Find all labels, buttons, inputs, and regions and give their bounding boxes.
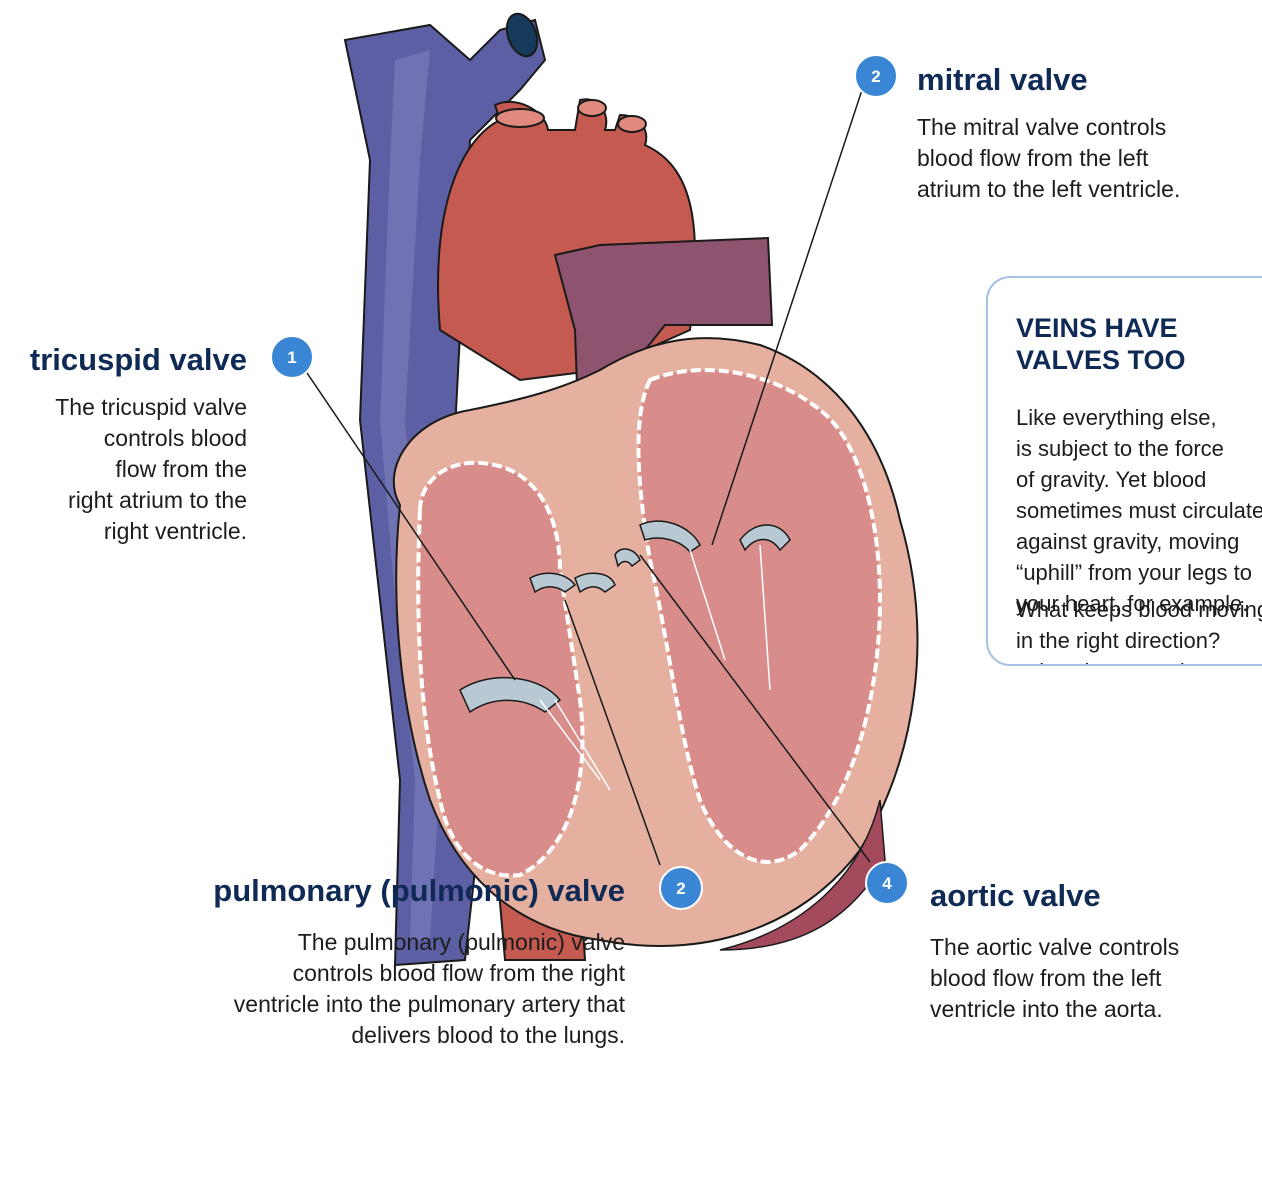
tricuspid-label: tricuspid valve The tricuspid valve cont…: [0, 342, 247, 547]
callout-paragraph-2: What keeps blood moving in the right dir…: [1016, 594, 1262, 666]
svg-text:2: 2: [676, 879, 685, 898]
aortic-label: aortic valve The aortic valve controls b…: [930, 878, 1260, 1025]
badge-tricuspid: 1: [271, 336, 313, 378]
svg-text:2: 2: [871, 67, 880, 86]
mitral-description: The mitral valve controls blood flow fro…: [917, 112, 1262, 205]
veins-callout-box: VEINS HAVE VALVES TOO Like everything el…: [986, 276, 1262, 666]
callout-title: VEINS HAVE VALVES TOO: [1016, 312, 1262, 376]
aortic-description: The aortic valve controls blood flow fro…: [930, 932, 1260, 1025]
mitral-title: mitral valve: [917, 62, 1262, 98]
mitral-label: mitral valve The mitral valve controls b…: [917, 62, 1262, 205]
svg-text:1: 1: [287, 348, 296, 367]
badge-aortic: 4: [866, 862, 908, 904]
callout-paragraph-1: Like everything else, is subject to the …: [1016, 402, 1262, 619]
aortic-arch: [438, 99, 695, 380]
pulmonary-title: pulmonary (pulmonic) valve: [105, 873, 625, 909]
badge-mitral: 2: [855, 55, 897, 97]
pulmonary-description: The pulmonary (pulmonic) valve controls …: [105, 927, 625, 1051]
aortic-title: aortic valve: [930, 878, 1260, 914]
pulmonary-label: pulmonary (pulmonic) valve The pulmonary…: [105, 873, 625, 1051]
tricuspid-title: tricuspid valve: [0, 342, 247, 378]
tricuspid-description: The tricuspid valve controls blood flow …: [0, 392, 247, 547]
svg-text:4: 4: [882, 874, 892, 893]
badge-pulmonary: 2: [660, 867, 702, 909]
